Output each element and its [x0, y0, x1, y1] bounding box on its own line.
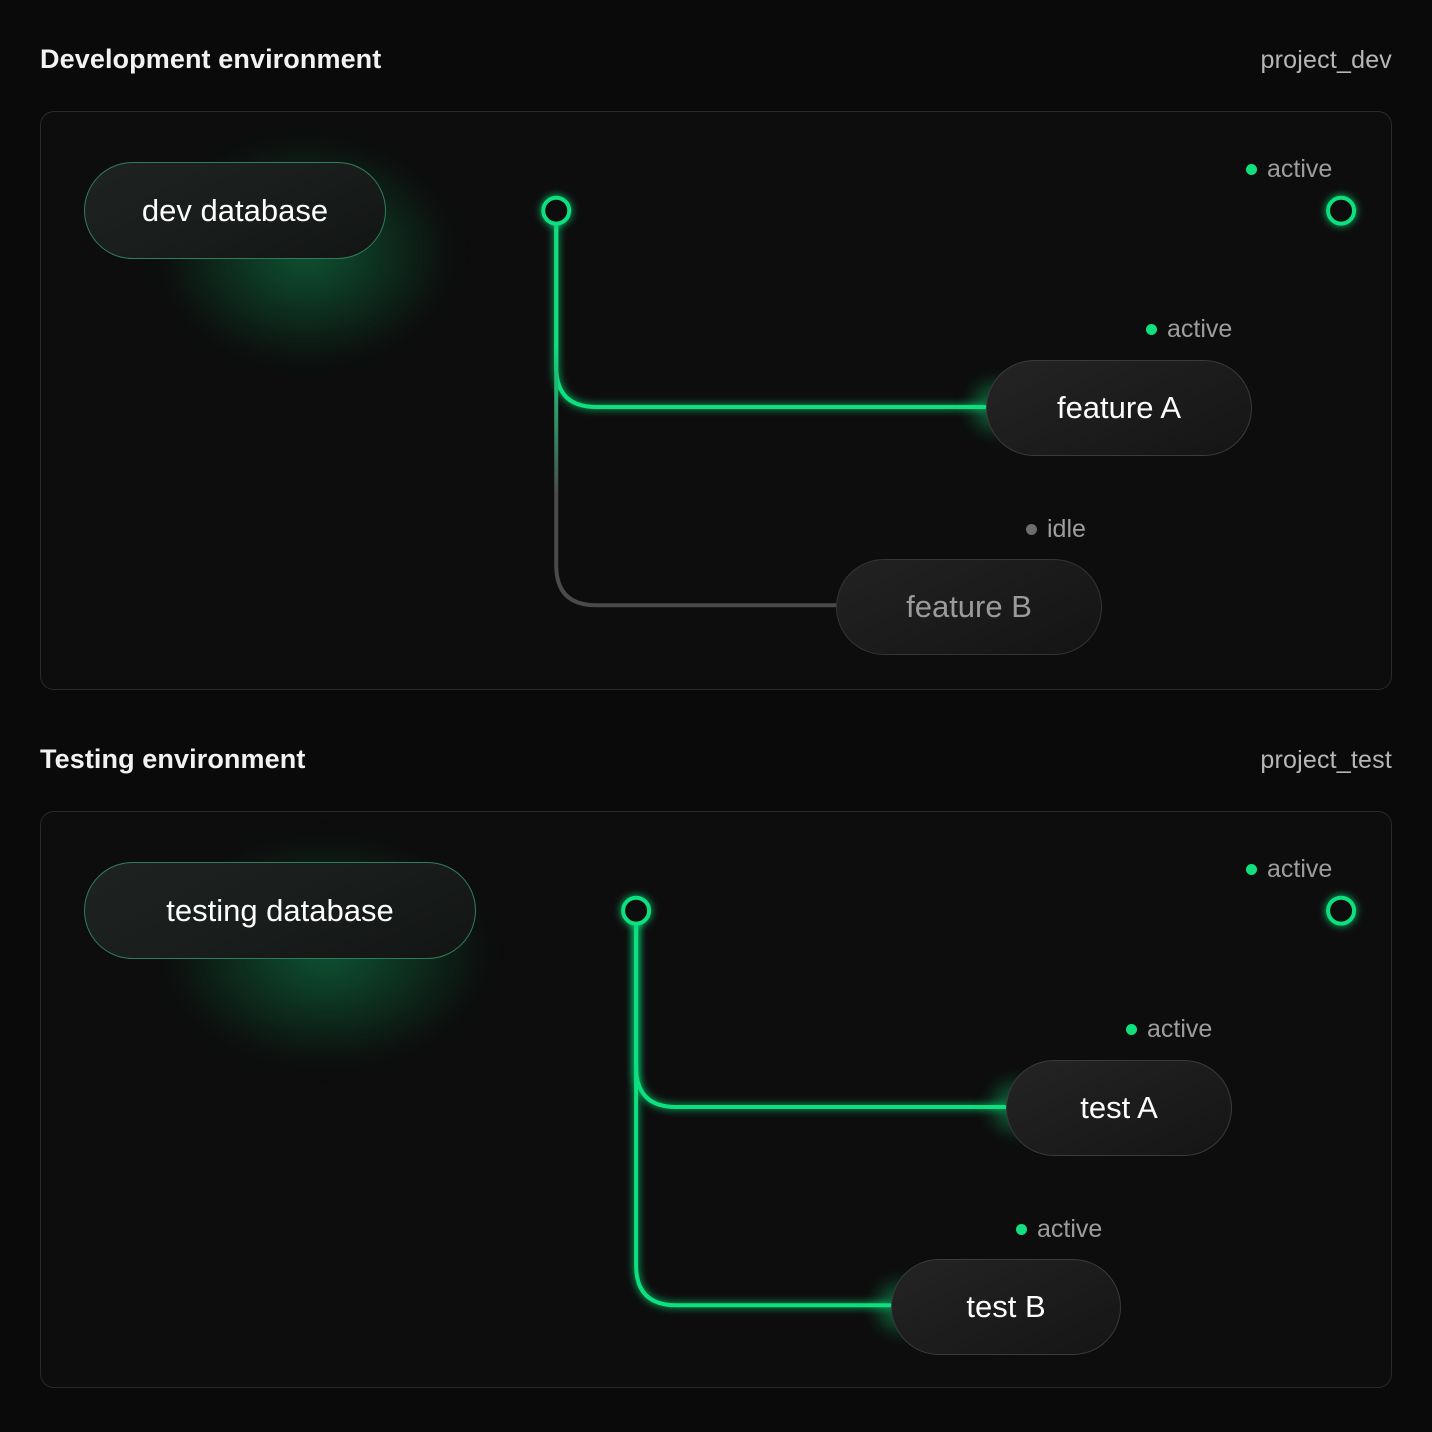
section-title-development: Development environment: [40, 44, 382, 74]
status-dot-icon: [1126, 1024, 1137, 1035]
connector-layer-development: [383, 195, 1357, 608]
junction-node-development[interactable]: [541, 195, 572, 226]
status-dot-icon: [1016, 1224, 1027, 1235]
node-feature-a[interactable]: feature A: [986, 360, 1252, 456]
status-badge-feature-a: active: [1146, 315, 1232, 344]
node-dev-database[interactable]: dev database: [84, 162, 386, 259]
graph-canvas-testing: testing database test A test B active ac…: [41, 812, 1391, 1387]
status-badge-feature-b: idle: [1026, 515, 1086, 544]
section-title-testing: Testing environment: [40, 744, 306, 774]
section-project-development: project_dev: [1260, 46, 1392, 74]
node-label: test A: [1080, 1090, 1158, 1125]
status-dot-icon: [1026, 524, 1037, 535]
edge-junction-to-feature-a: [554, 208, 987, 409]
junction-node-testing[interactable]: [621, 895, 652, 926]
section-header-development: Development environment project_dev: [40, 44, 1392, 75]
node-label: testing database: [166, 892, 394, 928]
status-badge-test-a: active: [1126, 1015, 1212, 1044]
edge-junction-to-test-b: [634, 908, 892, 1308]
node-label: feature B: [906, 589, 1032, 624]
status-label: active: [1167, 315, 1233, 343]
node-test-b[interactable]: test B: [891, 1259, 1121, 1355]
status-label: active: [1267, 155, 1333, 183]
graph-canvas-development: dev database feature A feature B active …: [41, 112, 1391, 689]
node-test-a[interactable]: test A: [1006, 1060, 1232, 1156]
section-project-testing: project_test: [1260, 746, 1392, 774]
status-label: active: [1037, 1215, 1103, 1243]
status-dot-icon: [1246, 164, 1257, 175]
status-label: active: [1267, 855, 1333, 883]
node-testing-database[interactable]: testing database: [84, 862, 476, 959]
connector-layer-testing: [473, 895, 1357, 1308]
status-badge-test-b: active: [1016, 1215, 1102, 1244]
edge-junction-to-test-a: [634, 908, 1007, 1109]
node-feature-b[interactable]: feature B: [836, 559, 1102, 655]
status-badge-trunk-testing: active: [1246, 855, 1332, 884]
node-label: dev database: [141, 192, 329, 228]
panel-testing: testing database test A test B active ac…: [40, 811, 1392, 1388]
node-label: test B: [966, 1289, 1046, 1324]
edge-junction-to-feature-b: [554, 208, 837, 608]
status-dot-icon: [1146, 324, 1157, 335]
section-header-testing: Testing environment project_test: [40, 744, 1392, 775]
status-badge-trunk-development: active: [1246, 155, 1332, 184]
status-dot-icon: [1246, 864, 1257, 875]
status-label: idle: [1047, 515, 1086, 543]
trunk-endpoint-development[interactable]: [1326, 195, 1357, 226]
panel-development: dev database feature A feature B active …: [40, 111, 1392, 690]
trunk-endpoint-testing[interactable]: [1326, 895, 1357, 926]
node-label: feature A: [1056, 390, 1182, 425]
status-label: active: [1147, 1015, 1213, 1043]
